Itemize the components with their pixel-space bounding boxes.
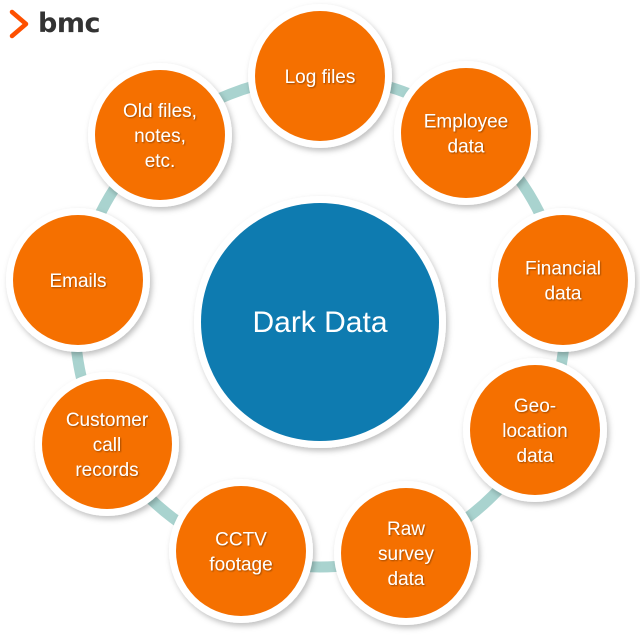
center-label: Dark Data	[252, 306, 387, 339]
node-label: records	[75, 460, 138, 481]
node-circle	[13, 215, 143, 345]
node-customer-call-records: Customer call records	[35, 372, 179, 516]
node-circle	[176, 486, 306, 616]
node-label: Financial	[525, 259, 601, 280]
node-label: location	[502, 421, 568, 442]
node-label: Log files	[285, 67, 356, 88]
node-log-files: Log files	[248, 4, 392, 148]
node-circle	[95, 70, 225, 200]
node-label: data	[388, 569, 425, 590]
node-label: Emails	[49, 271, 106, 292]
node-geo-location-data: Geo-location data	[463, 358, 607, 502]
node-circle	[401, 68, 531, 198]
node-financial-data: Financial data	[491, 208, 635, 352]
node-label: Employee	[424, 112, 509, 133]
logo-text: bmc	[38, 8, 100, 39]
node-label: data	[517, 446, 554, 467]
node-label: Geo-	[514, 396, 556, 417]
node-label: etc.	[145, 151, 176, 172]
node-label: survey	[378, 544, 434, 565]
node-circle	[255, 11, 385, 141]
node-circle	[470, 365, 600, 495]
node-label: CCTV	[215, 530, 267, 551]
node-label: Raw	[387, 519, 425, 540]
node-label: Customer	[66, 410, 149, 431]
node-circle	[341, 488, 471, 618]
node-circle	[498, 215, 628, 345]
center-node-dark-data: Dark Data	[194, 196, 446, 448]
node-old-files-notes-etc: Old files, notes, etc.	[88, 63, 232, 207]
node-label: footage	[209, 555, 272, 576]
node-emails: Emails	[6, 208, 150, 352]
node-label: notes,	[134, 126, 186, 147]
node-label: data	[448, 137, 485, 158]
bmc-logo-icon	[9, 9, 29, 38]
bmc-logo: bmc	[8, 8, 100, 39]
node-cctv-footage: CCTV footage	[169, 479, 313, 623]
node-label: data	[545, 284, 582, 305]
node-employee-data: Employee data	[394, 61, 538, 205]
node-label: call	[93, 435, 122, 456]
node-raw-survey-data: Raw survey data	[334, 481, 478, 625]
node-label: Old files,	[123, 101, 197, 122]
node-circle	[42, 379, 172, 509]
